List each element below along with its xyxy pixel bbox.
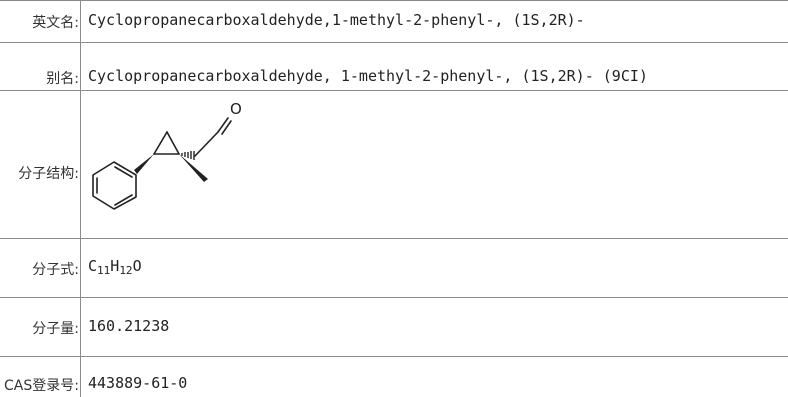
- english-name-value: Cyclopropanecarboxaldehyde,1-methyl-2-ph…: [88, 11, 585, 29]
- formula-label: 分子式:: [32, 262, 79, 278]
- cas-number-label: CAS登录号:: [4, 378, 79, 394]
- row-divider: [0, 356, 788, 357]
- formula-hydrogen-count: 12: [119, 264, 133, 277]
- molecular-formula: C11H12O: [88, 257, 142, 277]
- molecular-weight-label: 分子量:: [32, 321, 79, 337]
- cas-number-value: 443889-61-0: [88, 374, 188, 392]
- formula-carbon-count: 11: [97, 264, 111, 277]
- row-divider: [0, 0, 788, 1]
- formula-oxygen: O: [132, 257, 142, 275]
- alias-label: 别名:: [46, 71, 79, 87]
- english-name-label: 英文名:: [32, 15, 79, 31]
- molecular-weight-value: 160.21238: [88, 317, 170, 335]
- molecule-structure-icon: O: [88, 92, 248, 222]
- oxygen-atom-label: O: [230, 100, 242, 118]
- row-divider: [0, 90, 788, 91]
- alias-value: Cyclopropanecarboxaldehyde, 1-methyl-2-p…: [88, 67, 648, 85]
- formula-hydrogen: H: [110, 257, 120, 275]
- column-divider: [80, 0, 81, 397]
- structure-label: 分子结构:: [18, 166, 79, 182]
- row-divider: [0, 42, 788, 43]
- row-divider: [0, 297, 788, 298]
- row-divider: [0, 238, 788, 239]
- formula-carbon: C: [88, 257, 98, 275]
